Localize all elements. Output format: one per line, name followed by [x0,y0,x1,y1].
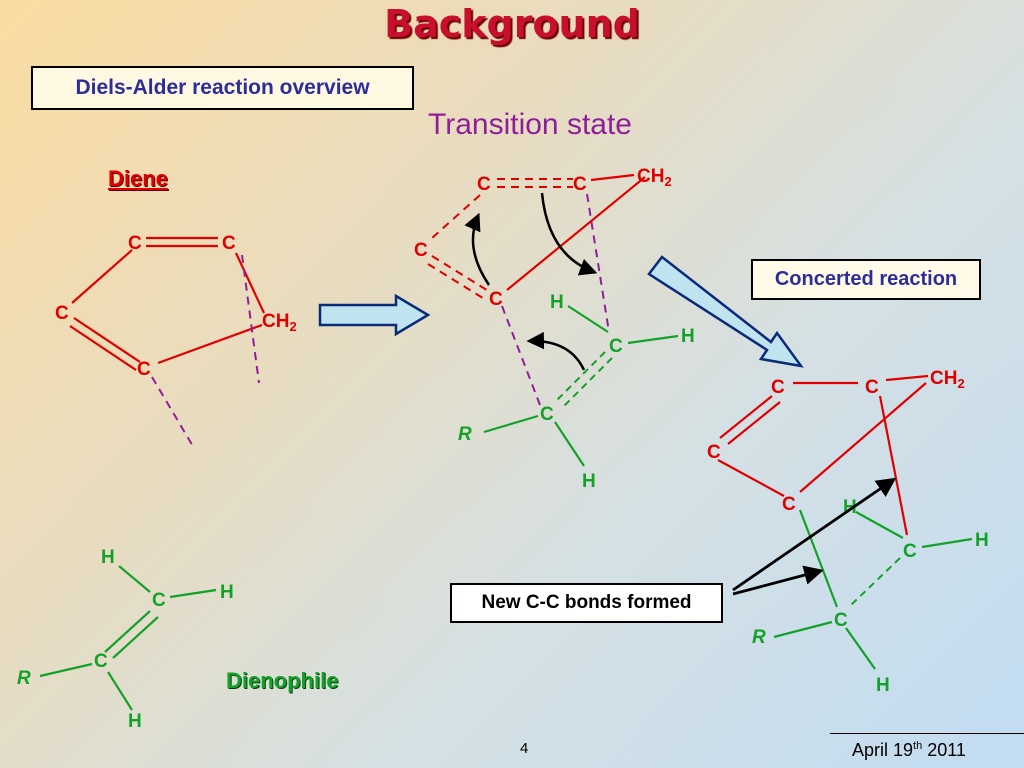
product-carbon-2: C [865,377,879,398]
ts-ch2-label: CH2 [637,166,672,189]
dienophile-label: Dienophile [226,668,339,693]
transition-state-label: Transition state [428,108,632,141]
dienophile-r-group: R [17,668,31,689]
dienophile-carbon-1: C [152,590,166,611]
ts-carbon-4: C [489,289,503,310]
ts-h-1: H [550,292,564,313]
ts-dienophile-carbon-1: C [609,336,623,357]
diene-carbon-3: C [55,303,69,324]
product-h-3: H [876,675,890,696]
slide-number: 4 [520,740,529,757]
product-carbon-1: C [771,377,785,398]
dienophile-h-1: H [101,547,115,568]
overview-label-box: Diels-Alder reaction overview [31,66,414,110]
ts-carbon-1: C [477,174,491,195]
product-structure: C C C C CH2 H C H C R H [707,368,989,696]
diene-label: Diene [108,166,168,191]
product-carbon-3: C [707,442,721,463]
concerted-reaction-label: Concerted reaction [774,268,958,290]
diene-carbon-4: C [137,359,151,380]
slide-title: Background [384,2,640,46]
overview-label: Diels-Alder reaction overview [75,76,370,99]
diene-ch2-label: CH2 [262,311,297,334]
dienophile-carbon-2: C [94,651,108,672]
dienophile-h-3: H [128,711,142,732]
slide-date: April 19th 2011 [852,740,966,760]
product-ch2-label: CH2 [930,368,965,391]
new-bonds-label: New C-C bonds formed [481,592,692,613]
product-carbon-4: C [782,494,796,515]
diene-carbon-1: C [128,233,142,254]
concerted-reaction-box: Concerted reaction [751,259,981,300]
diene-carbon-2: C [222,233,236,254]
ts-r-group: R [458,424,472,445]
product-r-group: R [752,627,766,648]
product-dienophile-carbon-1: C [903,541,917,562]
ts-dienophile-carbon-2: C [540,404,554,425]
transition-state-structure: C C C C CH2 H C H C R H [414,166,695,492]
ts-h-2: H [681,326,695,347]
dienophile-h-2: H [220,582,234,603]
ts-carbon-2: C [573,174,587,195]
footer-divider [830,733,1024,734]
diene-structure: C C C C CH2 [55,233,297,449]
product-h-2: H [975,530,989,551]
pointer-arrow-lower [732,565,824,596]
reaction-arrow-right [318,293,431,337]
dienophile-structure: H C H C R H [17,547,234,732]
new-bonds-box: New C-C bonds formed [450,583,723,623]
reaction-arrow-diagonal [647,255,804,368]
ts-carbon-3: C [414,240,428,261]
ts-h-3: H [582,471,596,492]
pointer-arrow-upper [732,477,897,592]
product-dienophile-carbon-2: C [834,610,848,631]
